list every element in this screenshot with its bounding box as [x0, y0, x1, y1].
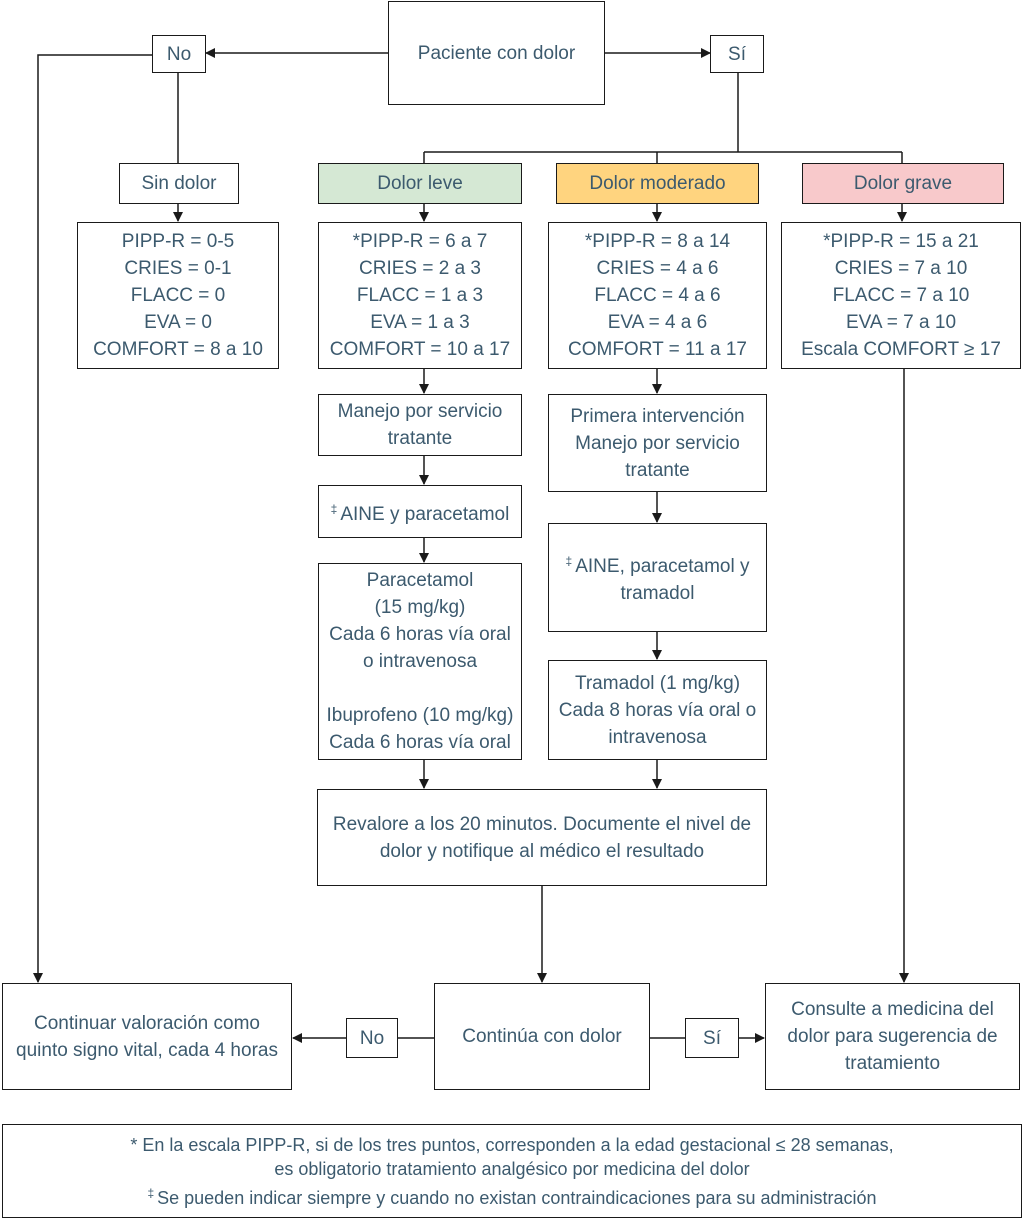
scale-line: EVA = 0: [144, 312, 212, 333]
manejo-line: Manejo por servicio: [337, 401, 503, 422]
dolor-moderado-header-label: Dolor moderado: [589, 173, 726, 194]
dolor-grave-scales: *PIPP-R = 15 a 21 CRIES = 7 a 10 FLACC =…: [781, 222, 1021, 369]
dolor-grave-header: Dolor grave: [802, 163, 1004, 204]
double-dagger-mark: ‡: [330, 501, 338, 516]
footnote-line-2: es obligatorio tratamiento analgésico po…: [274, 1158, 750, 1179]
dosis-line: Cada 6 horas vía oral: [329, 624, 511, 645]
dosis-line: o intravenosa: [362, 651, 478, 672]
scale-line: COMFORT = 10 a 17: [329, 339, 511, 360]
top-no-label: No: [166, 43, 192, 65]
scale-line: COMFORT = 11 a 17: [568, 339, 747, 360]
sin-dolor-header-label: Sin dolor: [141, 173, 217, 194]
aine-line: tramadol: [620, 583, 695, 604]
continuar-line: Continuar valoración como: [33, 1012, 260, 1034]
scale-line: FLACC = 1 a 3: [356, 285, 484, 306]
aine-line: AINE, paracetamol y: [575, 556, 750, 577]
scale-line: EVA = 4 a 6: [607, 312, 708, 333]
scale-line: FLACC = 7 a 10: [832, 285, 970, 306]
revalore-line: Revalore a los 20 minutos. Documente el …: [332, 813, 752, 835]
arrow-no-to-continuar: [33, 54, 152, 983]
consulte-box: Consulte a medicina del dolor para suger…: [765, 983, 1020, 1090]
dolor-leve-header-label: Dolor leve: [377, 173, 463, 194]
top-no-node: No: [152, 35, 206, 73]
consulte-line: tratamiento: [844, 1053, 941, 1074]
dosis-line: Cada 8 horas vía oral o: [558, 699, 757, 721]
scale-line: EVA = 1 a 3: [370, 312, 470, 333]
start-node: Paciente con dolor: [388, 1, 605, 105]
dolor-moderado-scales: *PIPP-R = 8 a 14 CRIES = 4 a 6 FLACC = 4…: [548, 222, 767, 369]
bottom-no-label: No: [359, 1027, 385, 1049]
bottom-no-node: No: [346, 1018, 398, 1058]
consulte-line: Consulte a medicina del: [791, 999, 994, 1020]
leve-manejo-box: Manejo por servicio tratante: [318, 394, 522, 456]
dosis-line: Tramadol (1 mg/kg): [574, 672, 741, 694]
dolor-leve-scales: *PIPP-R = 6 a 7 CRIES = 2 a 3 FLACC = 1 …: [318, 222, 522, 369]
start-label: Paciente con dolor: [417, 42, 576, 64]
continua-con-dolor-box: Continúa con dolor: [434, 983, 650, 1090]
scale-line: CRIES = 7 a 10: [834, 258, 968, 279]
scale-line: FLACC = 4 a 6: [594, 285, 721, 306]
bottom-si-label: Sí: [703, 1027, 721, 1049]
scale-line: EVA = 7 a 10: [845, 312, 957, 333]
leve-dosis-box: Paracetamol (15 mg/kg) Cada 6 horas vía …: [318, 563, 522, 760]
manejo-line: Manejo por servicio: [575, 432, 740, 454]
scale-line: COMFORT = 8 a 10: [93, 339, 263, 360]
dolor-grave-header-label: Dolor grave: [853, 173, 953, 194]
sin-dolor-header: Sin dolor: [119, 163, 239, 204]
top-si-label: Sí: [728, 43, 746, 65]
double-dagger-mark: ‡: [147, 1185, 155, 1200]
footnote-line-3: Se pueden indicar siempre y cuando no ex…: [157, 1187, 877, 1208]
scale-line: CRIES = 2 a 3: [359, 258, 481, 279]
manejo-line: Primera intervención: [570, 405, 745, 427]
moderado-aine-box: ‡AINE, paracetamol y tramadol: [548, 523, 767, 632]
continua-label: Continúa con dolor: [462, 1026, 622, 1047]
dosis-line: intravenosa: [608, 726, 707, 748]
scale-line: CRIES = 4 a 6: [596, 258, 719, 279]
sin-dolor-scales: PIPP-R = 0-5 CRIES = 0-1 FLACC = 0 EVA =…: [77, 222, 279, 369]
scale-line: PIPP-R = 0-5: [121, 231, 235, 252]
dolor-leve-header: Dolor leve: [318, 163, 522, 204]
double-dagger-mark: ‡: [565, 554, 573, 568]
dosis-line: Paracetamol: [366, 570, 474, 591]
scale-line: *PIPP-R = 8 a 14: [584, 231, 731, 252]
consulte-line: dolor para sugerencia de: [787, 1026, 998, 1047]
scale-line: CRIES = 0-1: [124, 258, 232, 279]
footnote-line-1: * En la escala PIPP-R, si de los tres pu…: [130, 1134, 894, 1155]
aine-label: AINE y paracetamol: [340, 503, 510, 525]
revalore-box: Revalore a los 20 minutos. Documente el …: [317, 789, 767, 886]
manejo-line: tratante: [625, 459, 690, 481]
continuar-line: quinto signo vital, cada 4 horas: [16, 1039, 278, 1061]
scale-line: *PIPP-R = 6 a 7: [352, 231, 488, 252]
scale-line: *PIPP-R = 15 a 21: [823, 231, 979, 252]
dosis-line: (15 mg/kg): [374, 597, 466, 618]
scale-line: Escala COMFORT ≥ 17: [801, 339, 1001, 360]
manejo-line: tratante: [387, 428, 453, 449]
dolor-moderado-header: Dolor moderado: [556, 163, 759, 204]
moderado-manejo-box: Primera intervención Manejo por servicio…: [548, 394, 767, 492]
dosis-line: Ibuprofeno (10 mg/kg): [326, 705, 514, 726]
revalore-line: dolor y notifique al médico el resultado: [379, 840, 705, 862]
continuar-valoracion-box: Continuar valoración como quinto signo v…: [2, 983, 292, 1090]
dosis-line: Cada 6 horas vía oral: [329, 732, 511, 753]
scale-line: FLACC = 0: [130, 285, 226, 306]
bottom-si-node: Sí: [685, 1018, 739, 1058]
moderado-dosis-box: Tramadol (1 mg/kg) Cada 8 horas vía oral…: [548, 660, 767, 760]
top-si-node: Sí: [710, 35, 764, 73]
leve-aine-box: ‡AINE y paracetamol: [318, 485, 522, 538]
footnote-box: * En la escala PIPP-R, si de los tres pu…: [2, 1124, 1022, 1218]
